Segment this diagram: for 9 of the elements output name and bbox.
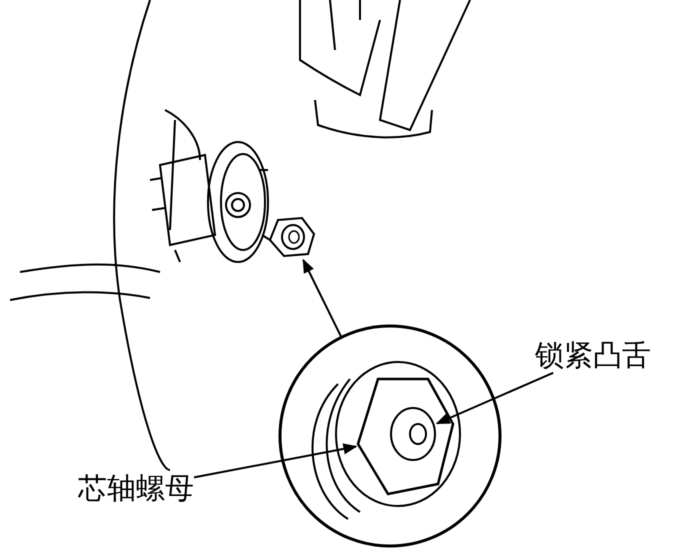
callout-label: 锁紧凸舌 — [535, 338, 651, 373]
arrow — [302, 258, 342, 338]
spindle-nut-drawing — [356, 377, 456, 497]
callout-label: 芯轴螺母 — [78, 471, 194, 506]
locking-tab-drawing — [389, 406, 437, 462]
leader-line — [194, 443, 358, 478]
magnified-view-drawing — [278, 324, 502, 548]
leader-line — [436, 372, 554, 424]
nut-drawing — [266, 214, 318, 260]
